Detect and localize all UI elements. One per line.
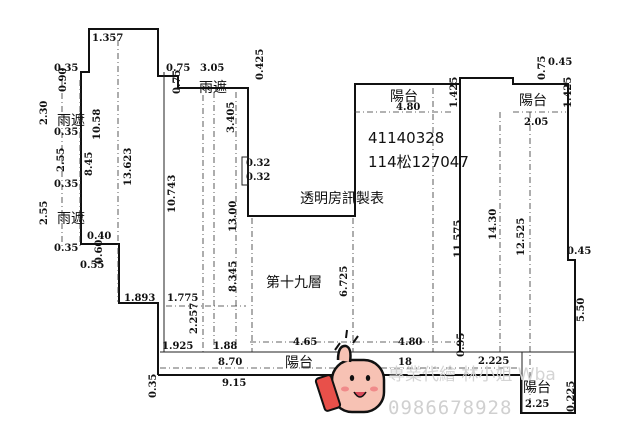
window-notch bbox=[241, 156, 249, 186]
dim-label: 2.05 bbox=[524, 117, 548, 128]
interior-lines bbox=[61, 40, 575, 412]
dim-label: 0.40 bbox=[87, 231, 111, 242]
balcony-label-bottom: 陽台 bbox=[285, 355, 313, 371]
floor-label: 第十九層 bbox=[266, 274, 322, 291]
dim-label: 2.257 bbox=[189, 303, 200, 334]
dim-label: 13.623 bbox=[123, 148, 134, 186]
dim-label: 1.775 bbox=[167, 293, 198, 304]
balcony-label-top: 陽台 bbox=[390, 89, 418, 105]
dim-label: 2.55 bbox=[39, 201, 50, 225]
watermark: 專業代繪 林小姐 Wba 0986678928 bbox=[388, 365, 556, 419]
dim-label: 9.15 bbox=[222, 378, 246, 389]
dim-label: 1.893 bbox=[124, 293, 155, 304]
dim-label: 2.55 bbox=[56, 148, 67, 172]
dim-label: 3.405 bbox=[226, 102, 237, 133]
dim-label: 1.88 bbox=[213, 341, 237, 352]
dim-label: 11.575 bbox=[453, 220, 464, 258]
dim-label: 0.90 bbox=[58, 68, 69, 92]
dim-label: 0.35 bbox=[54, 179, 78, 190]
dim-label: 14.30 bbox=[488, 209, 499, 240]
dim-label: 4.80 bbox=[396, 102, 420, 113]
dim-label: 0.45 bbox=[548, 57, 572, 68]
dim-label: 8.70 bbox=[218, 357, 242, 368]
dim-label: 5.50 bbox=[576, 298, 587, 322]
dim-label: 0.75 bbox=[166, 63, 190, 74]
watermark-phone: 0986678928 bbox=[388, 397, 512, 419]
dim-label: 0.55 bbox=[80, 260, 104, 271]
dim-label: 10.58 bbox=[92, 109, 103, 140]
watermark-brand: 專業代繪 林小姐 Wba bbox=[388, 365, 556, 385]
canopy-label-2: 雨遮 bbox=[199, 80, 227, 96]
dim-label: 12.525 bbox=[516, 218, 527, 256]
dim-label: 8.345 bbox=[228, 261, 239, 292]
outer-walls bbox=[80, 28, 576, 414]
canopy-label-3: 雨遮 bbox=[57, 211, 85, 227]
dim-label: 0.60 bbox=[94, 240, 105, 264]
dimension-labels: 1.357 0.35 0.35 0.35 0.35 0.40 0.55 0.75… bbox=[54, 33, 591, 410]
dim-label: 0.32 bbox=[246, 172, 270, 183]
dim-label: 0.95 bbox=[456, 333, 467, 357]
dim-label: 10.743 bbox=[167, 175, 178, 213]
dim-label: 0.35 bbox=[54, 63, 78, 74]
thumbs-up-icon bbox=[314, 329, 386, 414]
dim-label: 4.65 bbox=[293, 337, 317, 348]
dim-label: 0.35 bbox=[148, 374, 159, 398]
dim-label: 6.725 bbox=[339, 266, 350, 297]
dim-label: 1.357 bbox=[92, 33, 123, 44]
dimension-labels-vertical: 0.90 2.30 2.55 2.55 0.60 10.58 8.45 13.6… bbox=[39, 49, 587, 412]
dim-label: 1.925 bbox=[162, 341, 193, 352]
dim-label: 0.225 bbox=[566, 381, 577, 412]
east-wing-outline bbox=[158, 77, 576, 414]
ref-code: 114松127047 bbox=[368, 153, 469, 171]
room-labels: 雨遮 雨遮 雨遮 陽台 陽台 陽台 陽台 第十九層 bbox=[57, 80, 551, 396]
dim-label: 1.425 bbox=[563, 77, 574, 108]
dim-label: 0.425 bbox=[255, 49, 266, 80]
dim-label: 1.425 bbox=[449, 77, 460, 108]
dim-label: 3.05 bbox=[200, 63, 224, 74]
dim-label: 0.45 bbox=[567, 246, 591, 257]
dim-label: 8.45 bbox=[84, 152, 95, 176]
dim-label: 0.75 bbox=[172, 70, 183, 94]
dim-label: 0.32 bbox=[246, 158, 270, 169]
dim-label: 0.75 bbox=[537, 56, 548, 80]
dim-label: 2.225 bbox=[478, 356, 509, 367]
canopy-label-1: 雨遮 bbox=[57, 113, 85, 129]
balcony-label-corner: 陽台 bbox=[523, 380, 551, 396]
west-wing-outline bbox=[80, 28, 460, 375]
dim-label: 2.30 bbox=[39, 101, 50, 125]
dim-label: 18 bbox=[398, 357, 412, 368]
dim-label: 0.35 bbox=[54, 127, 78, 138]
dim-label: 13.00 bbox=[228, 201, 239, 232]
info-block: 41140328 114松127047 透明房訊製表 bbox=[300, 129, 469, 207]
balcony-label-right: 陽台 bbox=[519, 93, 547, 109]
dim-label: 4.80 bbox=[398, 337, 422, 348]
dim-label: 0.35 bbox=[54, 243, 78, 254]
note-text: 透明房訊製表 bbox=[300, 191, 384, 207]
dim-label: 2.25 bbox=[525, 399, 549, 410]
date-code: 41140328 bbox=[368, 129, 444, 147]
